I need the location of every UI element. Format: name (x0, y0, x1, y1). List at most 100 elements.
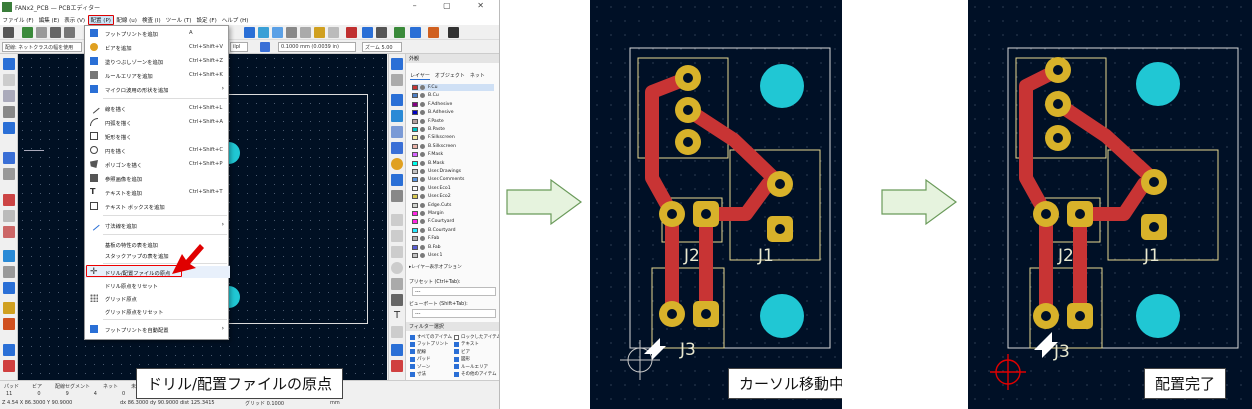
checkbox-icon[interactable] (454, 356, 459, 362)
eye-icon[interactable] (420, 118, 425, 124)
checkbox-icon[interactable] (454, 371, 459, 377)
menu-item-reset-grid-origin[interactable]: グリッド原点をリセット (105, 310, 164, 316)
layer-row[interactable]: F.Paste (412, 118, 494, 125)
scripting-console-icon[interactable] (448, 27, 459, 38)
mil-unit-icon[interactable] (3, 106, 15, 118)
menu-item-grid-origin[interactable]: グリッド原点 (85, 292, 230, 304)
checkbox-icon[interactable] (410, 349, 415, 355)
board-setup-icon[interactable] (22, 27, 33, 38)
appearance-icon[interactable] (3, 344, 15, 356)
add-via-icon[interactable] (391, 158, 403, 170)
zoom-select[interactable]: ズーム 5.00 (362, 42, 402, 52)
menu-place[interactable]: 配置 (P) (87, 14, 114, 25)
draw-arc-icon[interactable] (391, 230, 403, 242)
ungroup-icon[interactable] (328, 27, 339, 38)
track-fill-icon[interactable] (3, 226, 15, 238)
eye-icon[interactable] (420, 127, 425, 132)
python-icon[interactable] (428, 27, 439, 38)
viewport-select[interactable]: --- (412, 309, 496, 318)
filter-checkbox[interactable]: ルールエリア (454, 364, 488, 370)
group-icon[interactable] (300, 27, 311, 38)
tab-layers[interactable]: レイヤー (410, 73, 430, 80)
menu-item-board-characteristics[interactable]: 基板の特性の表を追加 (105, 243, 158, 249)
filter-checkbox[interactable]: 配線 (410, 349, 426, 355)
inch-unit-icon[interactable] (3, 90, 15, 102)
menu-item-draw-rect[interactable]: 矩形を描く (85, 130, 230, 142)
zone-display-icon[interactable] (3, 250, 15, 262)
delete-icon[interactable] (391, 360, 403, 372)
draw-rect-icon[interactable] (391, 246, 403, 258)
eye-icon[interactable] (420, 169, 425, 174)
filter-checkbox[interactable]: ビア (454, 349, 470, 355)
layer-color-swatch[interactable] (412, 135, 418, 141)
track-width-select[interactable]: 配線: ネットクラスの幅を使用 (2, 42, 82, 52)
mirror-icon[interactable] (286, 27, 297, 38)
layer-row[interactable]: User.Comments (412, 176, 494, 183)
via-fill-icon[interactable] (3, 210, 15, 222)
layer-row[interactable]: Edge.Cuts (412, 202, 494, 209)
menu-item-add-image[interactable]: 参照画像を追加 (85, 172, 230, 184)
eye-icon[interactable] (420, 185, 425, 191)
menu-file[interactable]: ファイル (F) (2, 17, 34, 24)
cursor-icon[interactable] (3, 152, 15, 164)
layer-color-swatch[interactable] (412, 118, 418, 124)
layer-color-swatch[interactable] (412, 110, 418, 116)
menu-edit[interactable]: 編集 (E) (38, 17, 60, 24)
add-rule-area-icon[interactable] (391, 190, 403, 202)
route-track-icon[interactable] (244, 27, 255, 38)
layer-row[interactable]: B.Adhesive (412, 109, 494, 116)
layer-row[interactable]: F.Mask (412, 151, 494, 158)
eye-icon[interactable] (420, 143, 425, 149)
filter-checkbox[interactable]: テキスト (454, 341, 479, 347)
eye-icon[interactable] (420, 194, 425, 200)
menu-view[interactable]: 表示 (V) (64, 17, 86, 24)
draw-circle-icon[interactable] (391, 262, 403, 274)
checkbox-icon[interactable] (454, 364, 459, 370)
layer-color-swatch[interactable] (412, 177, 418, 183)
menu-item-autoplace[interactable]: フットプリントを自動配置› (85, 323, 230, 335)
lock-icon[interactable] (314, 27, 325, 38)
layers-manager-icon[interactable] (3, 318, 15, 330)
length-tune-icon[interactable] (258, 27, 269, 38)
menu-route[interactable]: 配線 (u) (116, 17, 137, 24)
checkbox-icon[interactable] (410, 334, 415, 340)
contrast-icon[interactable] (3, 302, 15, 314)
layer-row[interactable]: F.Adhesive (412, 101, 494, 108)
footprint-editor-icon[interactable] (410, 27, 421, 38)
eye-icon[interactable] (420, 227, 425, 233)
eye-icon[interactable] (420, 152, 425, 158)
eye-icon[interactable] (420, 211, 425, 216)
tab-nets[interactable]: ネット (469, 73, 485, 79)
grid-toggle-icon[interactable] (3, 58, 15, 70)
layer-color-swatch[interactable] (412, 127, 418, 132)
add-text-icon[interactable]: T (393, 310, 401, 321)
layer-color-swatch[interactable] (412, 244, 418, 250)
menu-tools[interactable]: ツール (T) (165, 17, 192, 24)
eye-icon[interactable] (420, 236, 425, 242)
menu-help[interactable]: ヘルプ (H) (221, 17, 249, 24)
add-textbox-icon[interactable] (391, 326, 403, 338)
layer-row[interactable]: B.Fab (412, 244, 494, 251)
via-size-select[interactable]: ilpl (230, 42, 248, 52)
layer-row[interactable]: F.Fab (412, 235, 494, 242)
eye-icon[interactable] (420, 93, 425, 99)
highlight-net-icon[interactable] (3, 282, 15, 294)
dimension-tool-icon[interactable] (391, 344, 403, 356)
layer-row[interactable]: User.Eco1 (412, 185, 494, 192)
layer-color-swatch[interactable] (412, 211, 418, 216)
plot-icon[interactable] (64, 27, 75, 38)
layer-options-toggle[interactable]: ▸レイヤー表示オプション (409, 265, 462, 270)
preset-select[interactable]: --- (412, 287, 496, 296)
eye-icon[interactable] (420, 202, 425, 208)
filter-checkbox[interactable]: 寸法 (410, 371, 426, 377)
add-zone-icon[interactable] (391, 174, 403, 186)
eye-icon[interactable] (420, 110, 425, 116)
route-icon[interactable] (391, 110, 403, 122)
layer-color-swatch[interactable] (412, 85, 418, 90)
